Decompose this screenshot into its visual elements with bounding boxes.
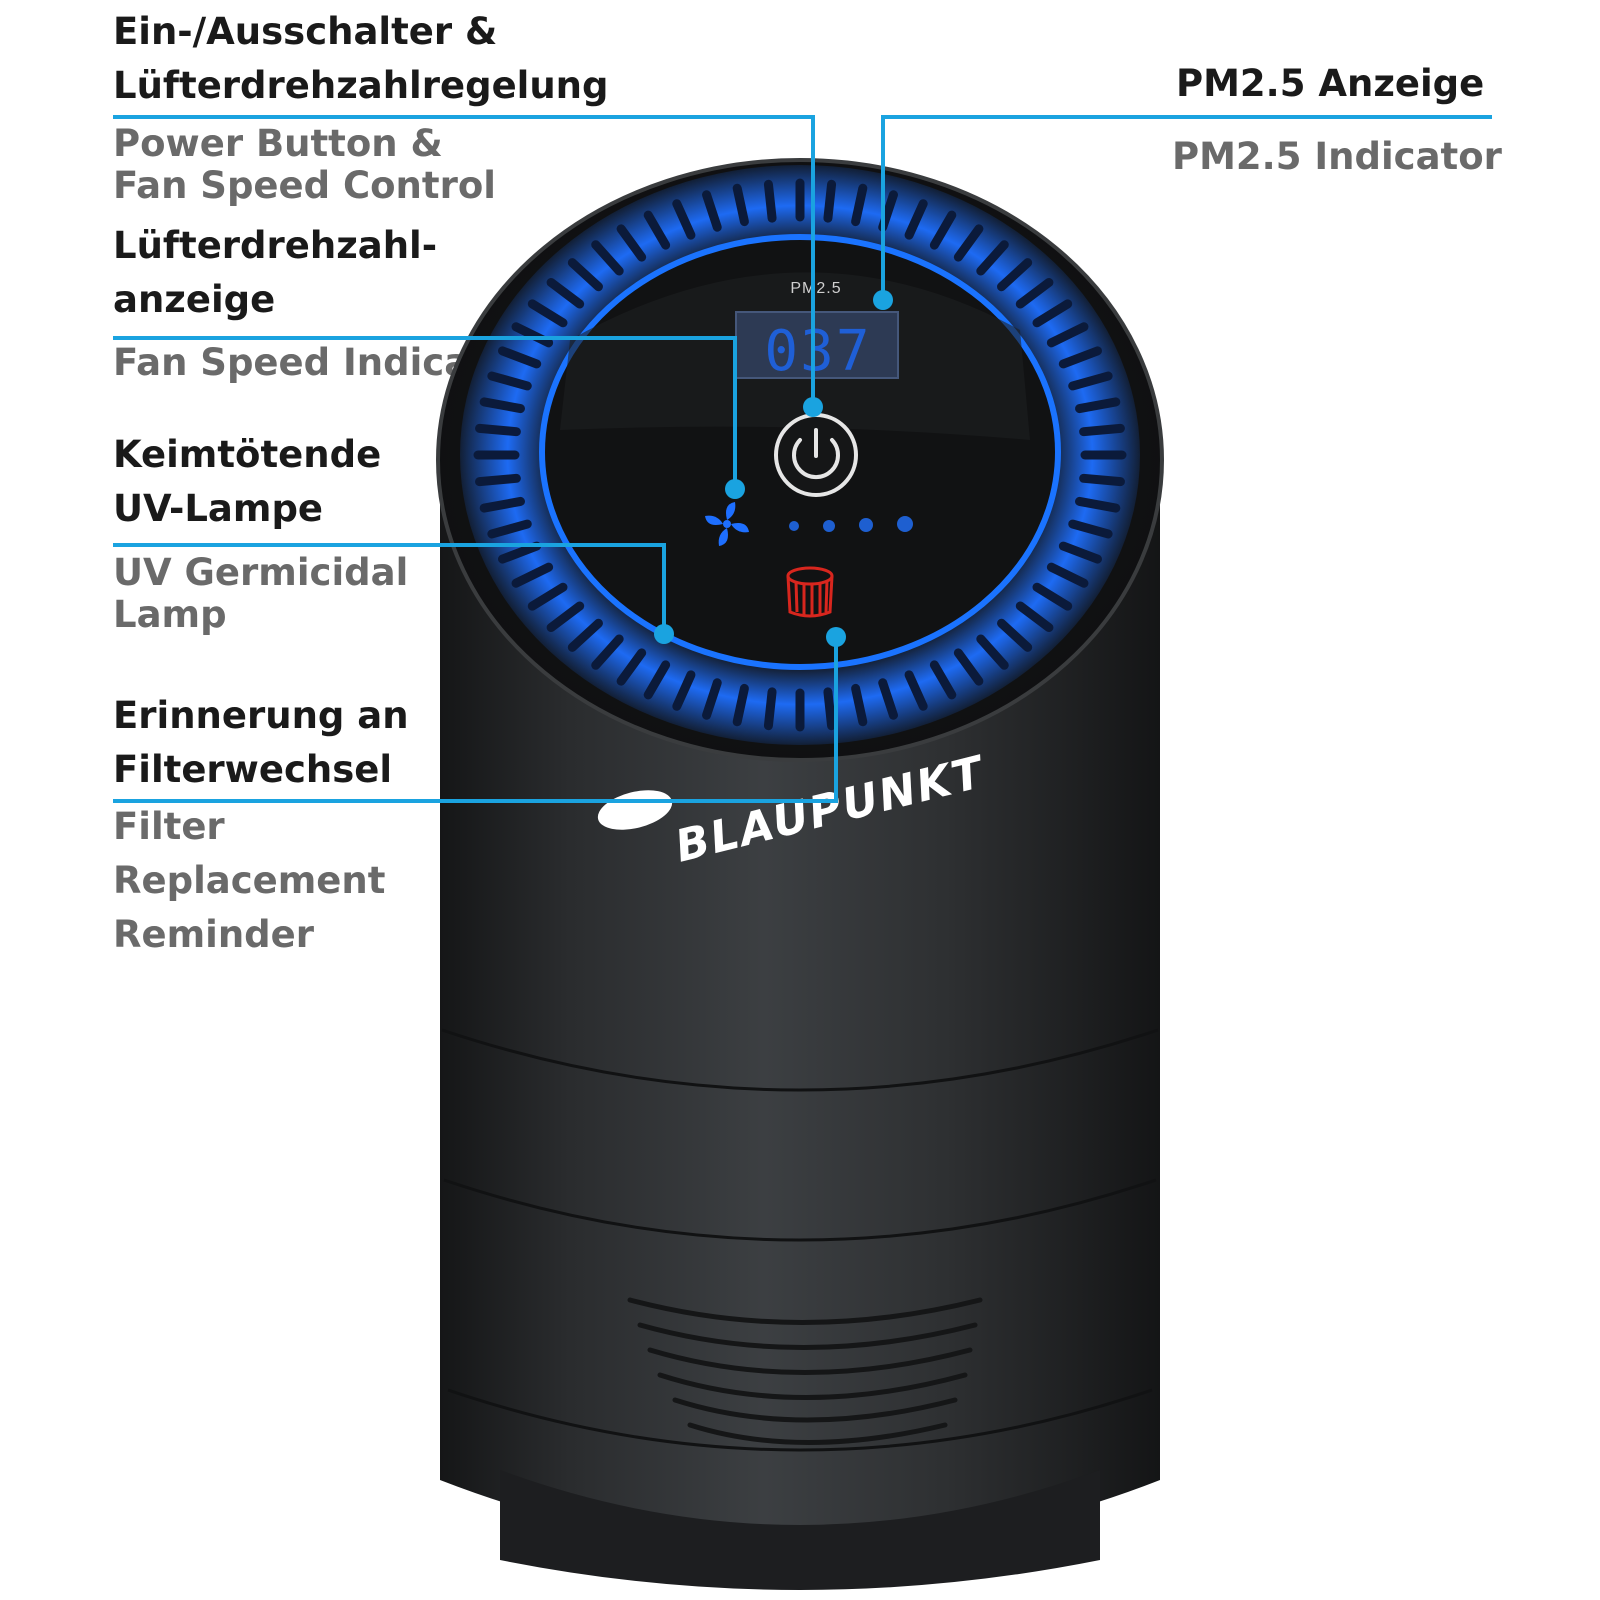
uv-label-en: UV Germicidal Lamp <box>113 551 409 636</box>
callout-fan-speed <box>113 336 737 489</box>
intake-slot <box>763 687 777 731</box>
intake-slot <box>953 648 984 686</box>
intake-slot <box>475 473 521 487</box>
fan-speed-label-de: Lüfterdrehzahl- anzeige <box>113 224 438 321</box>
intake-slot <box>976 634 1009 670</box>
pm25-label-de: PM2.5 Anzeige <box>1176 62 1485 105</box>
intake-slot <box>878 678 898 720</box>
intake-slot <box>732 683 749 727</box>
intake-slot <box>823 687 837 731</box>
intake-slot <box>1058 541 1102 564</box>
display-value: 037 <box>764 319 871 384</box>
callout-power <box>113 115 815 407</box>
intake-slot <box>567 618 603 652</box>
intake-slot <box>567 258 603 292</box>
callout-dots <box>654 290 893 647</box>
callout-lines <box>113 115 1492 803</box>
intake-slot <box>1058 346 1102 369</box>
filter-icon <box>786 566 834 618</box>
intake-slot <box>487 371 532 391</box>
purifier-bottom <box>500 1470 1100 1590</box>
intake-slot <box>702 190 722 232</box>
filter-label-en: Filter Replacement Reminder <box>113 805 386 956</box>
intake-slot <box>904 670 928 711</box>
intake-slot <box>1032 582 1073 611</box>
intake-slot <box>643 660 671 700</box>
intake-slot <box>475 423 521 437</box>
power-label-de: Ein-/Ausschalter & Lüfterdrehzahlregelun… <box>113 10 609 107</box>
intake-slot <box>929 210 957 250</box>
intake-slot <box>546 277 585 309</box>
intake-slot <box>953 224 984 262</box>
intake-slot <box>498 346 542 369</box>
intake-slot <box>732 183 749 227</box>
intake-slot <box>616 648 647 686</box>
intake-slot <box>643 210 671 250</box>
intake-slot <box>616 224 647 262</box>
uv-label-de: Keimtötende UV-Lampe <box>113 433 382 530</box>
callout-pm25 <box>881 115 1492 300</box>
dot-filter <box>826 627 846 647</box>
intake-slot <box>1032 299 1073 328</box>
intake-slot <box>498 541 542 564</box>
intake-slot <box>511 562 554 588</box>
intake-slot <box>511 322 554 348</box>
intake-slot <box>479 496 525 513</box>
segment-line <box>441 1028 1159 1092</box>
display-screen <box>735 311 899 379</box>
dot-fan-speed <box>725 479 745 499</box>
intake-slot <box>976 240 1009 276</box>
intake-slot <box>546 601 585 633</box>
power-label-en: Power Button & Fan Speed Control <box>113 122 496 207</box>
vent-slots <box>627 1297 983 1445</box>
intake-slot <box>1015 601 1054 633</box>
intake-slot <box>1068 371 1113 391</box>
intake-slot <box>1079 423 1125 437</box>
dot-pm25 <box>873 290 893 310</box>
intake-slot <box>997 258 1033 292</box>
fan-icon <box>705 502 749 546</box>
segment-line <box>443 1178 1157 1242</box>
intake-slot <box>851 683 868 727</box>
intake-slot <box>702 678 722 720</box>
power-icon[interactable] <box>774 413 858 497</box>
intake-slot <box>997 618 1033 652</box>
filter-label-de: Erinnerung an Filterwechsel <box>113 694 409 791</box>
intake-slot <box>1075 397 1121 414</box>
intake-slot <box>591 634 624 670</box>
intake-slot <box>479 397 525 414</box>
intake-slot <box>672 199 696 240</box>
pm25-label-en: PM2.5 Indicator <box>1172 135 1502 178</box>
intake-slot <box>527 299 568 328</box>
dot-uv <box>654 624 674 644</box>
callout-uv <box>113 543 666 634</box>
dot-power <box>803 397 823 417</box>
intake-slot <box>1068 519 1113 539</box>
intake-slot <box>1046 562 1089 588</box>
segment-line <box>447 1388 1153 1452</box>
callout-filter <box>113 637 838 803</box>
display-label: PM2.5 <box>790 280 841 297</box>
intake-slot <box>763 179 777 223</box>
purifier-body <box>440 470 1160 1550</box>
intake-slots <box>473 178 1127 732</box>
intake-slot <box>1079 473 1125 487</box>
intake-slot <box>1075 496 1121 513</box>
intake-slot <box>487 519 532 539</box>
intake-slot <box>851 183 868 227</box>
top-rim <box>436 158 1164 762</box>
intake-slot <box>591 240 624 276</box>
intake-slot <box>1015 277 1054 309</box>
intake-slot <box>1046 322 1089 348</box>
intake-slot <box>527 582 568 611</box>
intake-slot <box>823 179 837 223</box>
intake-slot <box>904 199 928 240</box>
intake-slot <box>929 660 957 700</box>
fan-speed-dots <box>789 516 913 532</box>
intake-slot <box>672 670 696 711</box>
